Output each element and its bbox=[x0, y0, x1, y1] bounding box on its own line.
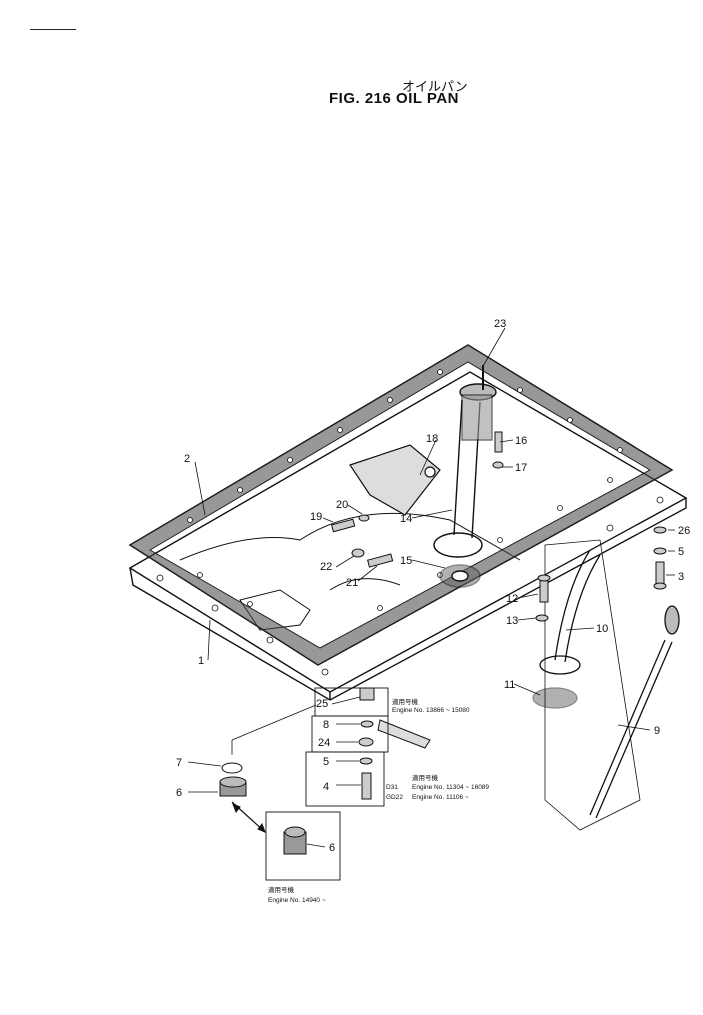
callout-24: 24 bbox=[318, 737, 330, 749]
figure-title-japanese: オイルパン bbox=[402, 80, 468, 95]
note-25-jp: 適用号機 bbox=[392, 697, 419, 706]
note-d31: D31 bbox=[386, 784, 398, 791]
pan-flange-holes bbox=[156, 496, 664, 676]
drain-plug-6-7 bbox=[219, 762, 307, 855]
oil-pan-gasket bbox=[128, 344, 674, 666]
callout-20: 20 bbox=[336, 499, 348, 511]
note-d31-engine: Engine No. 11304 ~ 16089 bbox=[412, 784, 489, 791]
header-rule bbox=[30, 29, 76, 30]
callout-19: 19 bbox=[310, 511, 322, 523]
callout-12: 12 bbox=[506, 593, 518, 605]
note-25: Engine No. 13866 ~ 15080 bbox=[392, 707, 470, 714]
note-gd22-engine: Engine No. 11106 ~ bbox=[412, 794, 469, 801]
callout-6a: 6 bbox=[176, 787, 182, 799]
figure-title: FIG. 216 OIL PAN bbox=[329, 90, 459, 107]
note-frames bbox=[265, 687, 389, 881]
callout-11: 11 bbox=[504, 679, 515, 691]
callout-6b: 6 bbox=[329, 842, 335, 854]
callout-17: 17 bbox=[515, 462, 527, 474]
suction-bracket bbox=[349, 444, 441, 516]
callout-16: 16 bbox=[515, 435, 527, 447]
callout-18: 18 bbox=[426, 433, 438, 445]
note-d31-jp: 適用号機 bbox=[412, 773, 439, 782]
leader-lines bbox=[187, 327, 675, 848]
callout-3: 3 bbox=[678, 571, 684, 583]
callout-10: 10 bbox=[596, 623, 608, 635]
bolt-set-12-13 bbox=[535, 574, 551, 622]
suction-pipe bbox=[433, 365, 497, 588]
callout-13: 13 bbox=[506, 615, 518, 627]
callout-7: 7 bbox=[176, 757, 182, 769]
callout-8: 8 bbox=[323, 719, 329, 731]
dipstick bbox=[544, 539, 680, 831]
callout-5b: 5 bbox=[678, 546, 684, 558]
bolt-set-right bbox=[653, 526, 667, 590]
callout-26: 26 bbox=[678, 525, 690, 537]
callout-21: 21 bbox=[346, 577, 358, 589]
applicability-notes: 適用号機 Engine No. 13866 ~ 15080 D31 GD22 適… bbox=[268, 697, 489, 904]
bolt-set-left bbox=[330, 514, 394, 568]
dipstick-guide-tube bbox=[532, 549, 601, 709]
callout-2: 2 bbox=[184, 453, 190, 465]
callout-15: 15 bbox=[400, 555, 412, 567]
callout-23: 23 bbox=[494, 318, 506, 330]
callout-22: 22 bbox=[320, 561, 332, 573]
callout-5a: 5 bbox=[323, 756, 329, 768]
drain-plug-group bbox=[358, 687, 431, 800]
callout-labels: 1 2 3 4 5 5 6 6 7 8 9 10 11 12 13 14 15 … bbox=[176, 318, 690, 854]
callout-4: 4 bbox=[323, 781, 329, 793]
callout-25: 25 bbox=[316, 698, 328, 710]
note-6-jp: 適用号機 bbox=[268, 885, 295, 894]
callout-1: 1 bbox=[198, 655, 204, 667]
note-6: Engine No. 14940 ~ bbox=[268, 897, 326, 904]
note-gd22: GD22 bbox=[386, 794, 403, 801]
callout-14: 14 bbox=[400, 513, 412, 525]
oil-pan-body bbox=[128, 371, 688, 701]
bolt-set-16-17 bbox=[492, 431, 504, 469]
callout-9: 9 bbox=[654, 725, 660, 737]
